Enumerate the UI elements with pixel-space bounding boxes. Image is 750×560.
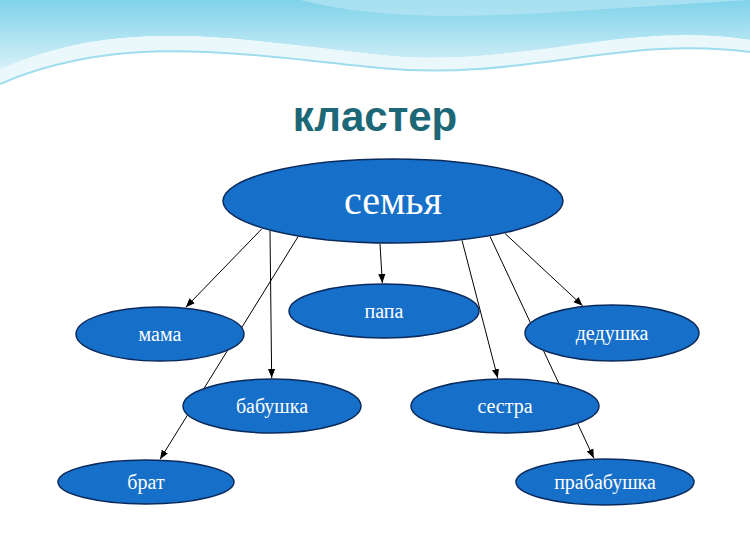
member-label: мама bbox=[139, 323, 182, 345]
ellipse-shape bbox=[516, 459, 694, 505]
member-ellipse: прабабушка bbox=[515, 458, 695, 506]
ellipse-shape bbox=[183, 379, 361, 433]
connector-arrow bbox=[380, 244, 382, 283]
connector-arrow bbox=[505, 233, 583, 305]
central-ellipse: семья bbox=[222, 158, 564, 244]
ellipse-shape bbox=[76, 307, 244, 361]
member-ellipse: брат bbox=[57, 459, 235, 505]
member-label: дедушка bbox=[576, 322, 649, 344]
ellipse-shape bbox=[411, 379, 599, 433]
diagram-title: кластер bbox=[0, 96, 750, 138]
ellipse-shape bbox=[289, 284, 479, 338]
wave-band bbox=[0, 35, 750, 84]
member-ellipse: мама bbox=[75, 306, 245, 362]
wave-line bbox=[0, 48, 750, 84]
connector-arrow bbox=[270, 231, 272, 378]
member-ellipse: бабушка bbox=[182, 378, 362, 434]
member-ellipse: папа bbox=[288, 283, 480, 339]
wave-band bbox=[300, 0, 750, 16]
member-label: брат bbox=[127, 471, 164, 493]
ellipse-shape bbox=[58, 460, 234, 504]
central-label: семья bbox=[344, 179, 442, 223]
member-ellipse: сестра bbox=[410, 378, 600, 434]
member-label: прабабушка bbox=[554, 471, 656, 493]
ellipse-shape bbox=[525, 305, 699, 361]
member-label: бабушка bbox=[236, 395, 308, 417]
connector-arrow bbox=[186, 229, 262, 308]
member-ellipse: дедушка bbox=[524, 304, 700, 362]
ellipse-shape bbox=[223, 159, 563, 243]
member-label: сестра bbox=[477, 395, 532, 417]
member-label: папа bbox=[365, 300, 404, 322]
